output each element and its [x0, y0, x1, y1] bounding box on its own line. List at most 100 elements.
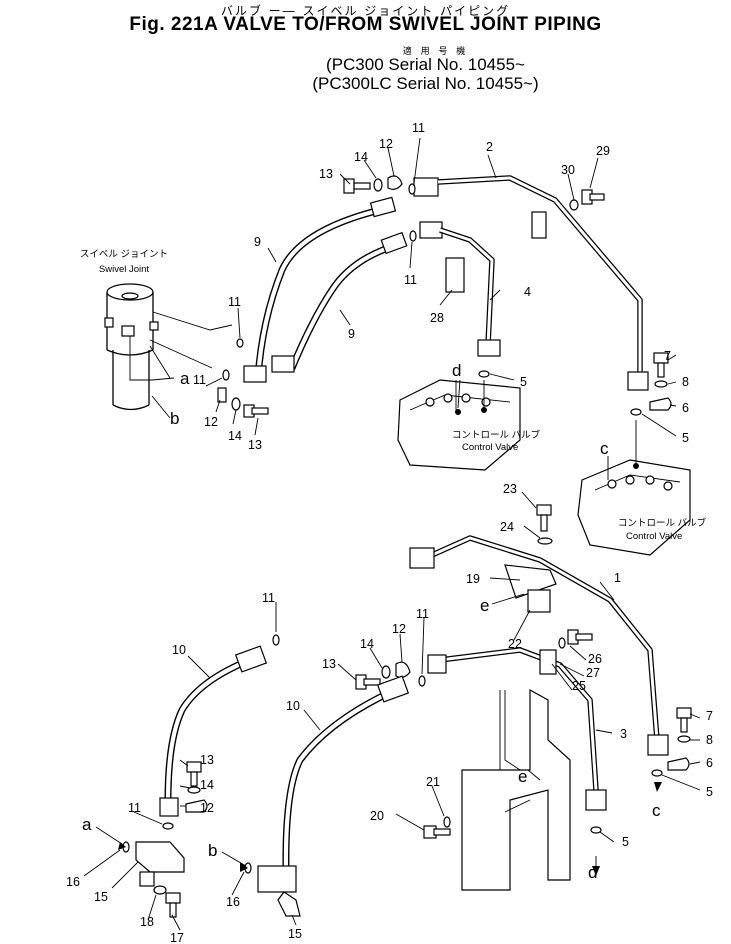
callout-11-lower-left: 11 [193, 373, 206, 387]
bolt-20 [423, 825, 451, 839]
washer-30 [569, 199, 579, 211]
elbow-pipe-2 [627, 371, 649, 391]
callout-a-swivel: a [180, 369, 190, 388]
pipe-2 [437, 175, 643, 380]
callout-23: 23 [503, 482, 517, 496]
hose-10-right [282, 675, 410, 874]
callout-c-lower: c [652, 801, 661, 820]
o-ring-11-d [222, 369, 230, 381]
leader-lines [83, 137, 701, 931]
callout-d-lower: d [588, 863, 597, 882]
callout-c-upper: c [600, 439, 609, 458]
callout-16-left: 16 [66, 875, 80, 889]
callout-9-left: 9 [254, 235, 261, 249]
callout-6-lower: 6 [706, 756, 713, 770]
callout-12-center: 12 [392, 622, 406, 636]
callout-13-top: 13 [319, 167, 333, 181]
o-ring-11-b [409, 230, 417, 242]
callout-14-lower: 14 [200, 778, 214, 792]
o-ring-5-upper [478, 370, 490, 378]
clamp-upper [531, 211, 547, 239]
o-ring-11-f [272, 634, 280, 646]
split-flange-pipe-1 [409, 547, 435, 569]
callout-13-center: 13 [322, 657, 336, 671]
callout-10-right: 10 [286, 699, 300, 713]
split-flange-upper [413, 177, 439, 197]
callout-5-lower: 5 [622, 835, 629, 849]
washer-14-lower [231, 397, 241, 411]
bolt-13-lower [243, 404, 269, 418]
callout-12-lower-left: 12 [204, 415, 218, 429]
title-japanese: バルブ ー― スイベル ジョイント パイピング [220, 4, 511, 18]
swivel-joint-caption-jp: スイベル ジョイント [80, 249, 168, 260]
callout-17: 17 [170, 931, 184, 944]
clip-6-upper [649, 397, 672, 411]
callout-11-bottom: 11 [128, 801, 141, 815]
washer-8-lower [677, 735, 691, 743]
callout-8-lower: 8 [706, 733, 713, 747]
o-ring-11-a [408, 183, 416, 195]
callout-a-bottom: a [82, 815, 92, 834]
callout-5-upper: 5 [520, 375, 527, 389]
callout-20: 20 [370, 809, 384, 823]
bolt-13-lower-left [186, 761, 202, 787]
callout-12-lower: 12 [200, 801, 214, 815]
callout-11-mid: 11 [404, 273, 417, 287]
callout-11-top: 11 [412, 121, 425, 135]
pipe-3 [439, 647, 599, 791]
callout-29: 29 [596, 144, 610, 158]
callout-d-upper: d [452, 361, 461, 380]
callout-7-lower: 7 [706, 709, 713, 723]
callout-14-top: 14 [354, 150, 368, 164]
callout-6-upper: 6 [682, 401, 689, 415]
callout-3: 3 [620, 727, 627, 741]
pipe-4 [439, 227, 495, 346]
elbow-pipe-4 [477, 339, 501, 357]
clip-12-upper [387, 175, 403, 190]
bolt-7-lower [676, 707, 692, 733]
callout-b-bottom: b [208, 841, 217, 860]
callout-14-center: 14 [360, 637, 374, 651]
bolt-29 [581, 189, 605, 205]
clamp-22 [527, 589, 551, 613]
washer-21 [443, 816, 451, 828]
swivel-joint-caption: Swivel Joint [99, 264, 150, 275]
washer-18 [153, 885, 167, 895]
hose-9-right [288, 231, 408, 372]
pipe-1 [430, 535, 660, 741]
callout-11-hose: 11 [262, 591, 275, 605]
control-valve-right-caption-jp: コントロール バルブ [618, 517, 707, 529]
callout-13-lower-left: 13 [248, 438, 262, 452]
callout-18: 18 [140, 915, 154, 929]
o-ring-11-c [236, 338, 244, 348]
callout-9-right: 9 [348, 327, 355, 341]
serial-line-pc300: (PC300 Serial No. 10455~ [326, 55, 525, 74]
washer-24 [537, 537, 553, 545]
callout-25: 25 [572, 679, 586, 693]
callout-b-swivel: b [170, 409, 179, 428]
control-valve-left-caption-jp: コントロール バルブ [452, 429, 541, 441]
applicable-models-japanese: 適 用 号 機 [402, 47, 469, 57]
callout-4: 4 [524, 285, 531, 299]
callout-11-left: 11 [228, 295, 241, 309]
o-ring-11-g [162, 822, 174, 830]
clip-12-lower-left [185, 799, 208, 813]
callout-24: 24 [500, 520, 514, 534]
elbow-pipe-1 [647, 734, 669, 756]
callout-e-lower: e [518, 767, 527, 786]
bracket-19 [504, 564, 557, 599]
hose-10-left [159, 645, 268, 817]
callout-5-right: 5 [682, 431, 689, 445]
callout-11-center: 11 [416, 607, 429, 621]
washer-14-center [381, 665, 391, 679]
callout-22: 22 [508, 637, 522, 651]
control-valve-left [397, 379, 521, 471]
figure-title: Fig. 221A VALVE TO/FROM SWIVEL JOINT PIP… [129, 14, 602, 35]
hose-9-left [254, 196, 397, 382]
split-flange-lower [419, 221, 443, 239]
o-ring-11-e [418, 675, 426, 687]
callout-26: 26 [588, 652, 602, 666]
callout-30: 30 [561, 163, 575, 177]
callout-7-upper: 7 [664, 349, 671, 363]
